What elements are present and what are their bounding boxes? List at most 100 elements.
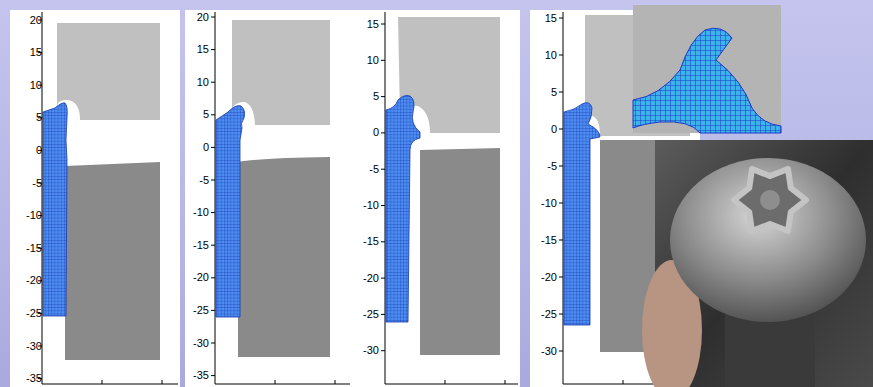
zoomed-mesh [633,28,781,133]
axis-tick [211,180,215,181]
recess-bottom [760,190,780,210]
axis-ticks [38,17,563,379]
axis-tick-label: 10 [179,76,209,89]
screw-head [670,158,866,322]
axis-tick-label: 0 [179,141,209,154]
axis-tick [211,212,215,213]
axis-tick [381,241,385,242]
axis-tick [211,147,215,148]
axis-tick-label: 15 [12,46,42,59]
axis-tick [381,314,385,315]
axis-tick-label: -20 [12,274,42,287]
axis-tick-label: 0 [349,126,379,139]
axis-tick-label: 5 [12,111,42,124]
upper-die [57,23,160,120]
axis-tick [211,82,215,83]
axis-tick-label: -10 [179,206,209,219]
axis-tick [381,96,385,97]
axis-tick-label: -20 [527,271,557,284]
axis-tick-label: 15 [179,43,209,56]
axis-tick-label: -15 [349,235,379,248]
axis-tick [559,166,563,167]
axis-tick-label: -35 [179,369,209,382]
axis [385,12,518,384]
axis-tick [211,17,215,18]
axis-tick [211,114,215,115]
axis-tick [381,350,385,351]
axis-tick-label: -5 [12,177,42,190]
axis-tick-label: -10 [349,199,379,212]
plot-panel [352,10,520,387]
axis-tick-label: -25 [179,304,209,317]
axis-tick-label: -30 [12,340,42,353]
axis-tick-label: -5 [527,160,557,173]
axis-tick-label: -10 [12,209,42,222]
axis-tick-label: 5 [349,90,379,103]
axis-tick-label: 20 [12,14,42,27]
axis-tick-label: -25 [349,308,379,321]
upper-die [232,20,330,125]
lower-die [65,162,160,360]
axis-tick [211,375,215,376]
upper-die [398,17,500,133]
axis-tick-label: -15 [527,234,557,247]
axis-tick-label: -15 [179,239,209,252]
workpiece-mesh [564,103,600,325]
axis-tick [559,129,563,130]
lower-die [238,157,330,357]
axis [42,12,178,384]
workpiece-mesh [43,103,67,316]
axis-tick-label: 0 [12,144,42,157]
axis-tick [381,205,385,206]
axis-tick-label: -25 [527,308,557,321]
axis-tick [559,18,563,19]
torx-recess [734,169,806,231]
axis-tick-label: -15 [12,242,42,255]
axis-tick [559,351,563,352]
axis-tick-label: -20 [179,271,209,284]
axis-tick [559,203,563,204]
axis-tick [381,60,385,61]
axis-tick-label: -25 [12,307,42,320]
plot-panel [10,10,180,387]
axis-tick [381,169,385,170]
axis-tick-label: -35 [12,372,42,385]
axis-tick [559,92,563,93]
axis-tick [211,245,215,246]
axis-tick [559,240,563,241]
axis-tick [211,310,215,311]
axis-tick-label: 0 [527,123,557,136]
axis-tick-label: 10 [12,79,42,92]
workpiece-mesh [386,96,420,323]
axis-tick [559,314,563,315]
axis-tick [559,277,563,278]
axis-tick-label: -5 [179,174,209,187]
axis [215,12,350,384]
axis-tick-label: -30 [349,344,379,357]
axis-tick-label: -20 [349,272,379,285]
axis-tick [381,278,385,279]
axis-tick-label: 20 [179,11,209,24]
lower-die [420,148,500,355]
axis-tick-label: -30 [527,345,557,358]
axis-tick [211,343,215,344]
axis-tick [211,49,215,50]
axis-tick-label: 5 [527,86,557,99]
axis-tick-label: -5 [349,163,379,176]
plot-panel [185,10,352,387]
workpiece-mesh [216,106,245,317]
axis-tick-label: 10 [349,54,379,67]
axis-tick-label: 15 [349,18,379,31]
axis-tick-label: -10 [527,197,557,210]
axis-tick-label: 10 [527,49,557,62]
axis-tick-label: 5 [179,108,209,121]
axis-tick [381,24,385,25]
axis-tick-label: 15 [527,12,557,25]
axis-tick [559,55,563,56]
axis-tick [211,277,215,278]
zoom-inset [633,5,781,133]
axis-tick [381,132,385,133]
axis-tick-label: -30 [179,337,209,350]
